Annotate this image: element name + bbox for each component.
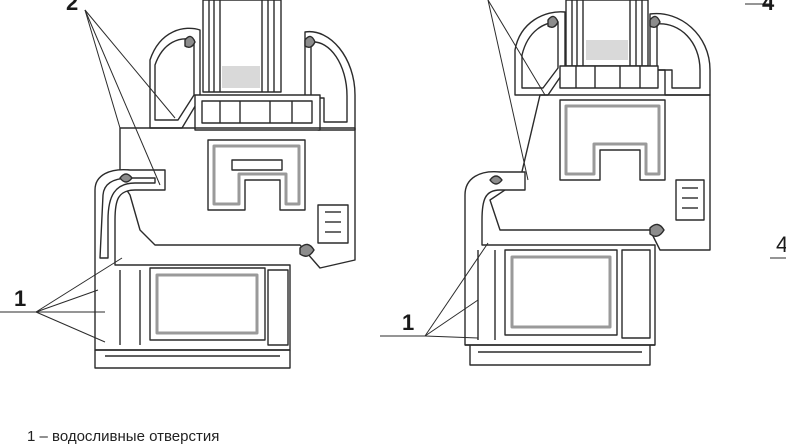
callout-4-top-edge: 4 [762,0,775,15]
left-frame [94,168,291,369]
left-glass-pane [202,0,282,93]
right-sash-steel [559,99,666,181]
right-profile-section [380,0,711,366]
left-profile-section [0,0,356,369]
legend-drain-holes: 1 – водосливные отверстия [27,428,220,445]
callout-2-left: 2 [66,0,79,15]
right-leader-lines [380,0,546,339]
callout-1-left: 1 [14,286,27,311]
left-sash-steel [207,139,306,211]
right-glass-pane [565,0,649,67]
left-leader-lines [0,9,176,343]
callout-4-mid-edge: 4 [776,232,786,257]
right-frame [464,171,656,366]
edge-leader-lines [745,3,786,259]
callout-1-right: 1 [402,310,415,335]
